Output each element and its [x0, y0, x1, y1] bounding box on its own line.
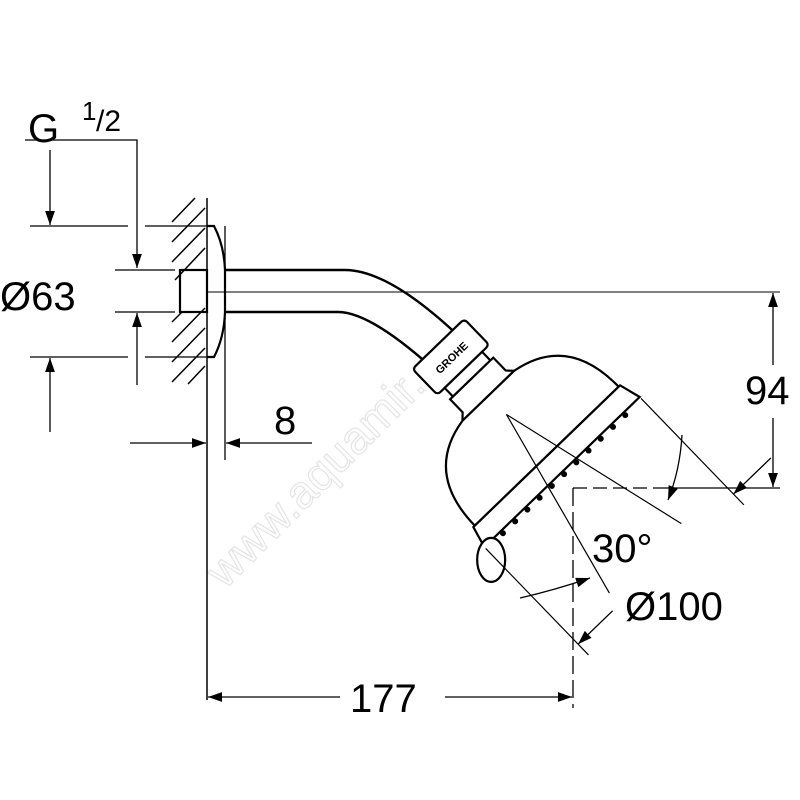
projection-label: 177: [350, 677, 417, 721]
thread-letter: G: [28, 107, 59, 151]
wall: [171, 197, 208, 700]
thread-dimension: [25, 139, 175, 385]
shower-head: GROHE: [413, 319, 772, 656]
height-dimension: [573, 293, 780, 489]
thread-label: G 1 /2: [28, 96, 121, 151]
head-lever: [476, 536, 507, 583]
head-dome: [444, 354, 621, 528]
head-rim: [471, 383, 642, 549]
flange-diameter-label: Ø63: [0, 275, 76, 319]
spray-angle-label: 30°: [592, 527, 653, 571]
height-offset-label: 94: [745, 369, 790, 413]
thread-fraction-den: /2: [96, 105, 121, 138]
thread-fraction-num: 1: [82, 96, 96, 126]
flange-diameter-dimension: [30, 150, 212, 432]
projection-dimension: [208, 488, 574, 708]
spray-nozzles: [499, 412, 629, 537]
wall-flange: [178, 224, 227, 460]
head-diameter-label: Ø100: [625, 585, 723, 629]
angle-dimension: [519, 434, 683, 599]
flange-depth-label: 8: [274, 399, 296, 443]
